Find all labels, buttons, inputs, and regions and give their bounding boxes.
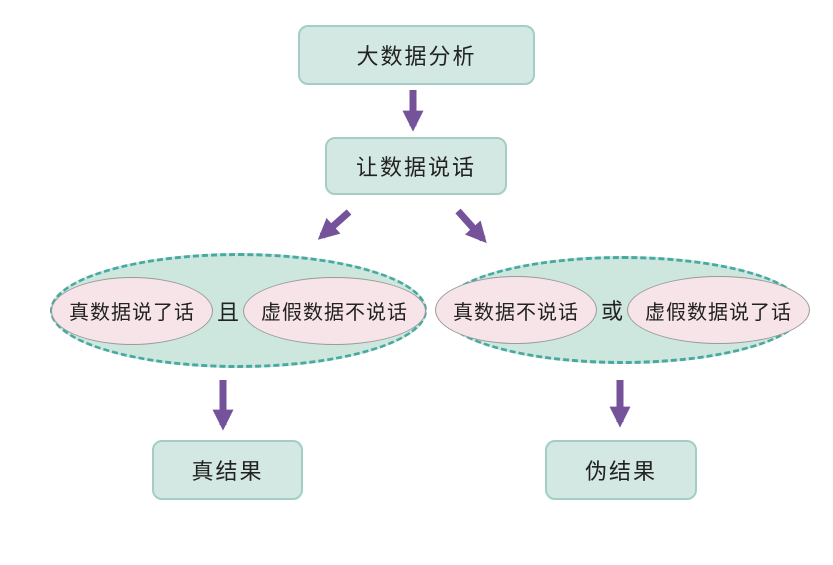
node-true-data-silent-label: 真数据不说话 xyxy=(453,301,579,324)
node-true-data-spoke-label: 真数据说了话 xyxy=(69,302,195,324)
node-false-result-label: 伪结果 xyxy=(584,459,657,484)
node-big-data-analysis-label: 大数据分析 xyxy=(356,44,477,69)
node-let-data-speak: 让数据说话 xyxy=(325,137,507,195)
group-false-condition: 真数据不说话 或 虚假数据说了话 xyxy=(435,256,811,364)
operator-and: 且 xyxy=(217,299,240,325)
node-let-data-speak-label: 让数据说话 xyxy=(355,155,476,180)
node-true-result-label: 真结果 xyxy=(191,459,264,484)
node-fake-data-spoke: 虚假数据说了话 xyxy=(627,276,811,344)
arrow-speak-to-right-group xyxy=(455,208,487,244)
node-true-data-silent: 真数据不说话 xyxy=(435,276,597,344)
node-true-result: 真结果 xyxy=(152,440,303,500)
node-false-result: 伪结果 xyxy=(545,440,697,500)
node-big-data-analysis: 大数据分析 xyxy=(298,25,535,85)
group-true-condition: 真数据说了话 且 虚假数据不说话 xyxy=(50,253,427,368)
arrow-speak-to-left-group xyxy=(317,209,352,240)
node-fake-data-silent: 虚假数据不说话 xyxy=(243,276,427,345)
operator-or: 或 xyxy=(601,299,624,324)
node-fake-data-silent-label: 虚假数据不说话 xyxy=(261,302,409,324)
node-fake-data-spoke-label: 虚假数据说了话 xyxy=(645,301,793,324)
node-true-data-spoke: 真数据说了话 xyxy=(51,276,213,345)
